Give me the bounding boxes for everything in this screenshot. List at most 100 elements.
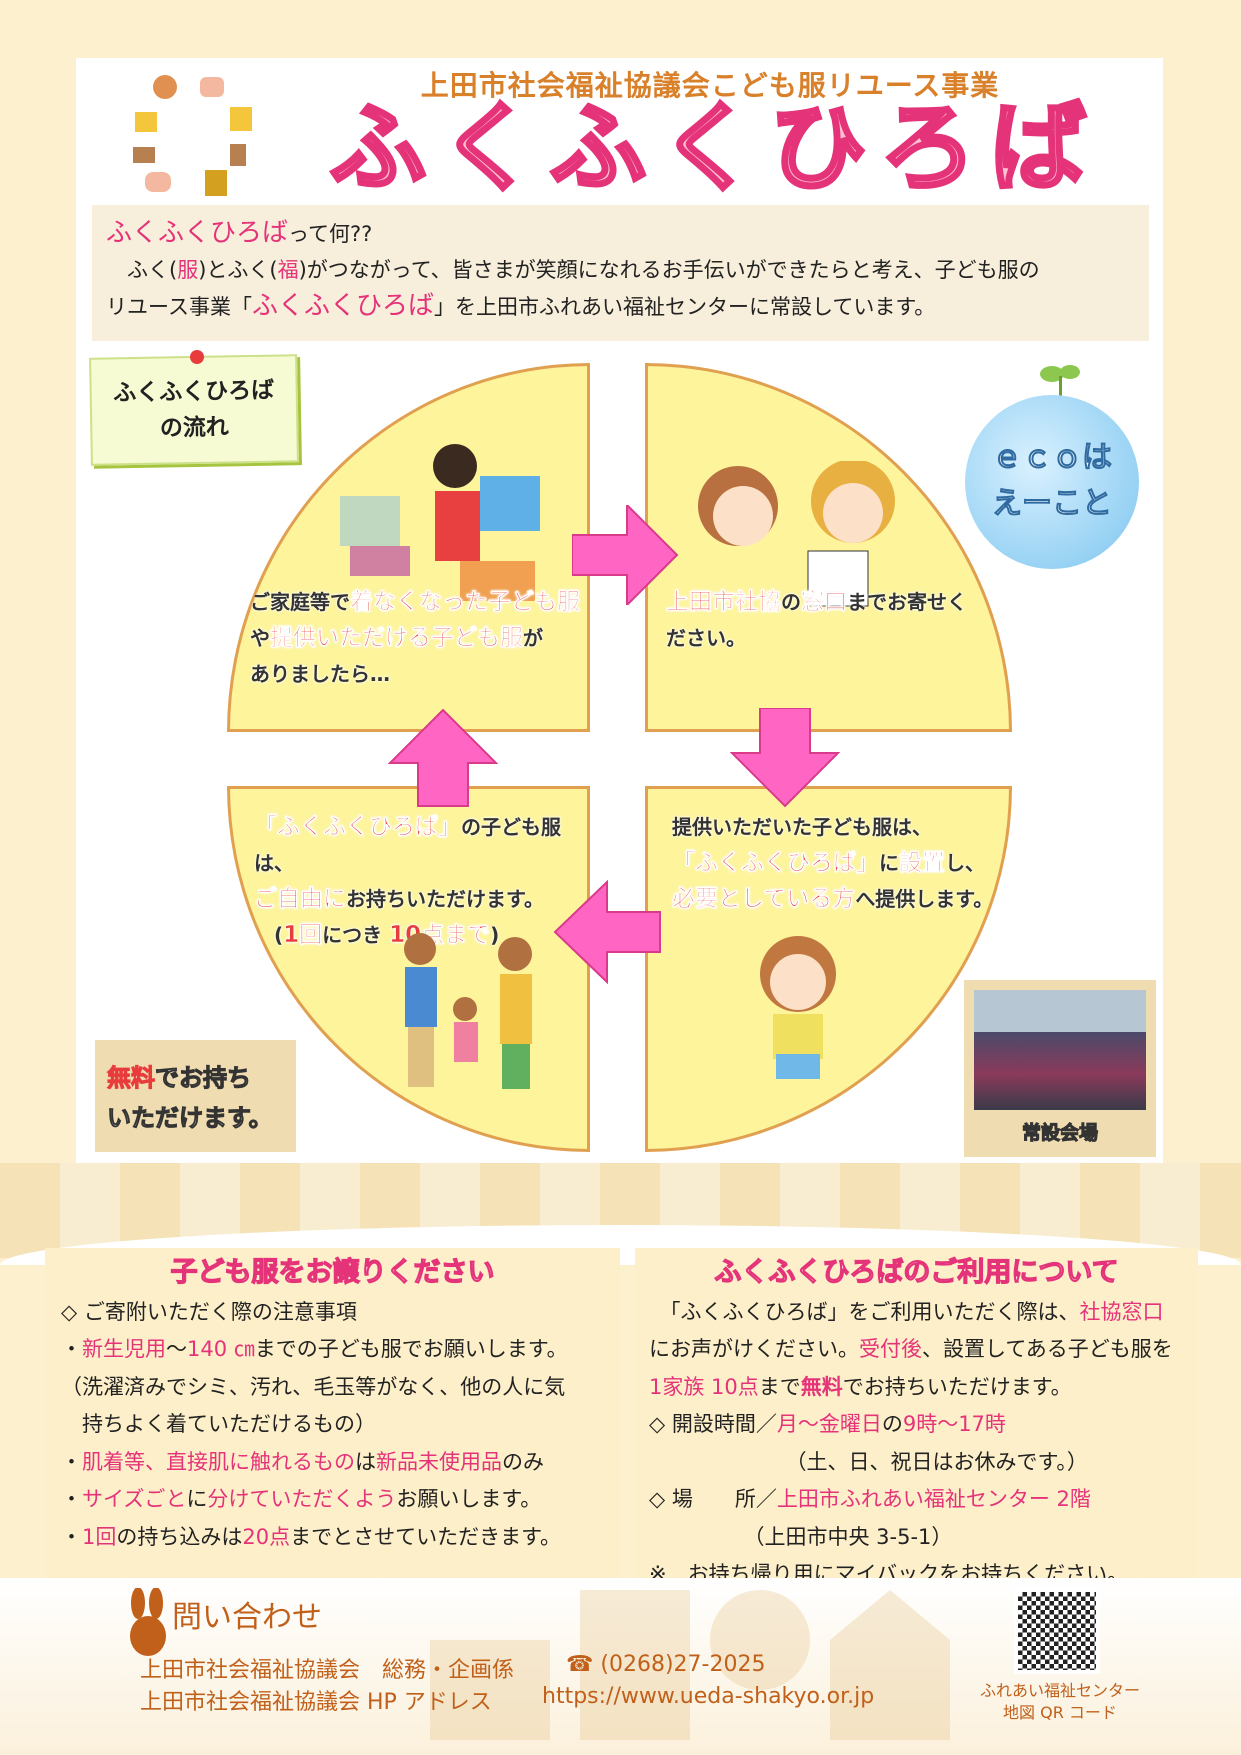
text-segment: でお持ち [155,1064,252,1093]
text-segment: 設置 [899,850,946,877]
text-segment: の子ども服は、 [254,815,561,875]
text-segment: のみ [502,1449,544,1474]
arrow-right-icon [572,505,679,605]
text-line: ・1回の持ち込みは20点までとさせていただきます。 [61,1519,604,1557]
text-segment: 「ふくふくひろば」 [672,850,880,877]
text-segment: サイズごと [82,1487,187,1511]
text-segment: お願いします。 [396,1487,542,1511]
intro-box: ふくふくひろばって何?? ふく(服)とふく(福)がつながって、皆さまが笑顔になれ… [92,205,1149,341]
text-segment: 」を上田市ふれあい福祉センターに常設しています。 [433,295,936,319]
flow-label-line: ふくふくひろば [112,377,275,407]
text-segment: 必要としている方 [672,886,856,913]
text-segment: 社協窓口 [1079,1299,1164,1324]
intro-line: リユース事業「ふくふくひろば」を上田市ふれあい福祉センターに常設しています。 [106,288,1135,325]
contact-title: 問い合わせ [172,1600,322,1635]
donation-title: 子ども服をお譲りください [170,1256,495,1288]
text-segment: 受付後 [859,1337,922,1361]
text-line: 上田市社協の窓口までお寄せく [666,584,1006,620]
flow-label-line: の流れ [159,414,230,442]
text-segment: ◇ 開設時間／ [649,1412,777,1436]
text-segment: ふく( [106,258,178,282]
text-line: 「ふくふくひろば」の子ども服は、 [254,809,584,881]
text-segment: 無料 [107,1064,156,1093]
text-segment: 持ちよく着ていただけるもの） [61,1412,376,1436]
text-segment: （土、日、祝日はお休みです。） [649,1449,1088,1474]
reception-illustration [698,461,895,607]
text-segment: 1回 [82,1524,117,1549]
qr-caption: ふれあい福祉センター 地図 QR コード [960,1680,1160,1724]
text-segment: )がつながって、皆さまが笑顔になれるお手伝いができたらと考え、子ども服の [298,258,1040,282]
text-segment: や [250,626,270,650]
text-segment: までの子ども服でお願いします。 [254,1337,568,1361]
pin-icon [190,350,204,364]
text-segment: 〜 [166,1337,187,1361]
text-segment: 1家族 10点 [649,1374,759,1399]
text-segment: の持ち込みは [116,1524,243,1549]
text-segment: お持ちいただけます。 [346,887,544,911]
arrow-left-icon [553,880,661,985]
text-segment: 提供いただける子ども服 [270,625,524,652]
free-line: 無料でお持ち [107,1058,284,1098]
donation-info-box: 子ども服をお譲りください ◇ ご寄附いただく際の注意事項・新生児用〜140 ㎝ま… [45,1248,620,1578]
donating-child-illustration [340,444,540,601]
text-segment: に [186,1487,208,1511]
text-line: 提供いただいた子ども服は、 [672,809,1009,845]
text-segment: 月〜金曜日 [776,1412,882,1436]
hp-url-link[interactable]: https://www.ueda-shakyo.or.jp [542,1684,875,1709]
text-segment: ・ [61,1337,82,1361]
text-segment: ◇ ご寄附いただく際の注意事項 [61,1299,357,1324]
family-illustration [404,933,532,1089]
text-segment: 1 [283,922,300,949]
sprout-icon [1040,365,1080,400]
text-segment: （洗濯済みでシミ、汚れ、毛玉等がなく、他の人に気 [61,1374,566,1399]
text-line: ご自由にお持ちいただけます。 [254,881,584,917]
text-segment: 窓口 [801,589,848,616]
text-segment: が [523,626,543,650]
eco-line: ｅｃｏは [992,440,1113,476]
text-line: ・サイズごとに分けていただくようお願いします。 [61,1481,604,1519]
text-line: 必要としている方へ提供します。 [672,881,1009,917]
text-line: 「ふくふくひろば」に設置し、 [672,845,1009,881]
text-segment: 着なくなった子ども服 [350,589,581,616]
contact-org: 上田市社会福祉協議会 総務・企画係 [140,1658,515,1683]
contact-phone: ☎ (0268)27-2025 [566,1652,765,1677]
phone-icon: ☎ [566,1652,594,1677]
eco-globe-badge: ｅｃｏは えーこと [965,395,1139,569]
text-segment: の [881,1412,903,1436]
arrow-down-icon [730,708,840,808]
qr-code [1014,1588,1100,1674]
text-segment: でお持ちいただけます。 [842,1374,1072,1399]
text-segment: 新生児用 [82,1337,166,1361]
text-line: にお声がけください。受付後、設置してある子ども服を [649,1331,1184,1369]
arrow-up-icon [388,708,498,807]
text-segment: ・ [61,1524,82,1549]
flow-step-3-text: 提供いただいた子ども服は、「ふくふくひろば」に設置し、必要としている方へ提供しま… [672,809,1009,917]
text-line: や提供いただける子ども服が [250,620,587,656]
text-segment: までお寄せく [847,590,967,614]
text-segment: し、 [945,851,985,875]
text-segment: )とふく( [198,258,278,282]
text-segment: 上田市社協 [666,589,782,616]
text-segment: ご自由に [254,886,347,913]
subtitle: 上田市社会福祉協議会こども服リユース事業 [420,69,1000,102]
text-segment: 「ふくふくひろば」をご利用いただく際は、 [649,1299,1080,1324]
text-line: ・新生児用〜140 ㎝までの子ども服でお願いします。 [61,1331,604,1369]
text-line: （上田市中央 3-5-1） [649,1519,1184,1557]
text-segment: って何?? [288,222,373,246]
text-segment: 無料 [800,1374,843,1399]
text-segment: 提供いただいた子ども服は、 [672,815,932,839]
eco-line: えーこと [992,486,1113,522]
text-segment: 20点 [242,1524,291,1549]
free-note: 無料でお持ち いただけます。 [95,1040,296,1152]
text-line: 持ちよく着ていただけるもの） [61,1406,604,1444]
text-segment: 回 [299,922,323,949]
text-segment: にお声がけください。 [649,1337,859,1361]
text-segment: 新品未使用品 [376,1449,502,1474]
text-segment: ふくふくひろば [106,218,289,248]
usage-info-box: ふくふくひろばのご利用について 「ふくふくひろば」をご利用いただく際は、社協窓口… [635,1248,1198,1586]
qr-caption-line: ふれあい福祉センター [979,1681,1140,1700]
text-line: ◇ 場 所／上田市ふれあい福祉センター 2階 [649,1481,1184,1519]
text-segment: ( [254,923,284,947]
text-segment: 肌着等、直接肌に触れるもの [82,1449,355,1474]
venue-photo: 常設会場 [964,980,1156,1157]
